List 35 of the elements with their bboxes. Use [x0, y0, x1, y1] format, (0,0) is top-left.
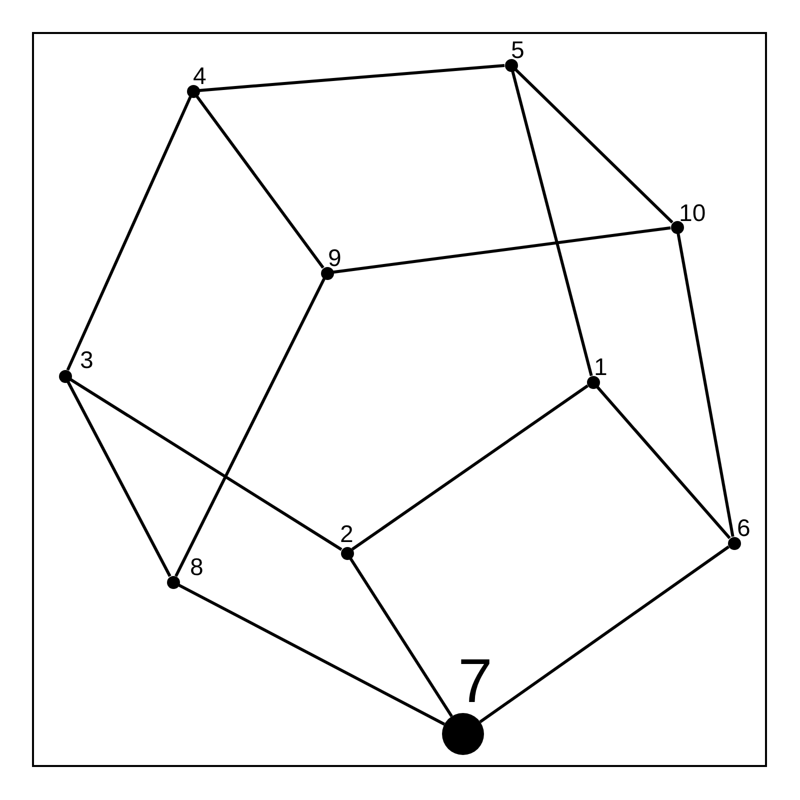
- edge-line: [351, 384, 589, 551]
- edge-line: [174, 278, 326, 577]
- vertex-dot: [670, 220, 684, 234]
- edge-line: [66, 381, 172, 577]
- vertex-dot: [442, 713, 484, 755]
- edge-line: [196, 95, 324, 269]
- vertex-dot: [186, 84, 200, 98]
- edge-line: [349, 558, 453, 718]
- edge-line: [676, 233, 734, 537]
- edge-line: [511, 70, 593, 376]
- vertex-dot: [166, 576, 180, 588]
- vertex-dot: [504, 58, 518, 72]
- edge-line: [333, 226, 671, 274]
- vertex-label: 10: [679, 204, 706, 224]
- vertex-label: 9: [328, 249, 342, 268]
- vertex-label: 1: [594, 358, 608, 378]
- vertex-label: 4: [193, 67, 206, 86]
- vertex-dot: [728, 536, 740, 550]
- edge-line: [479, 546, 730, 724]
- vertex-dot: [340, 546, 354, 560]
- edge-line: [178, 584, 446, 726]
- vertex-label: 3: [80, 351, 94, 370]
- edge-line: [199, 64, 505, 92]
- vertex-dot: [586, 376, 600, 388]
- edge-line: [596, 386, 731, 540]
- edge-line: [70, 378, 342, 551]
- edge-line: [514, 68, 674, 224]
- vertex-label: 7: [458, 657, 492, 707]
- vertex-label: 6: [737, 519, 750, 538]
- vertex-dot: [58, 370, 72, 382]
- vertex-label: 5: [511, 41, 524, 60]
- edge-line: [66, 96, 192, 371]
- vertex-dot: [320, 266, 334, 280]
- vertex-label: 8: [190, 558, 204, 578]
- vertex-label: 2: [340, 525, 354, 544]
